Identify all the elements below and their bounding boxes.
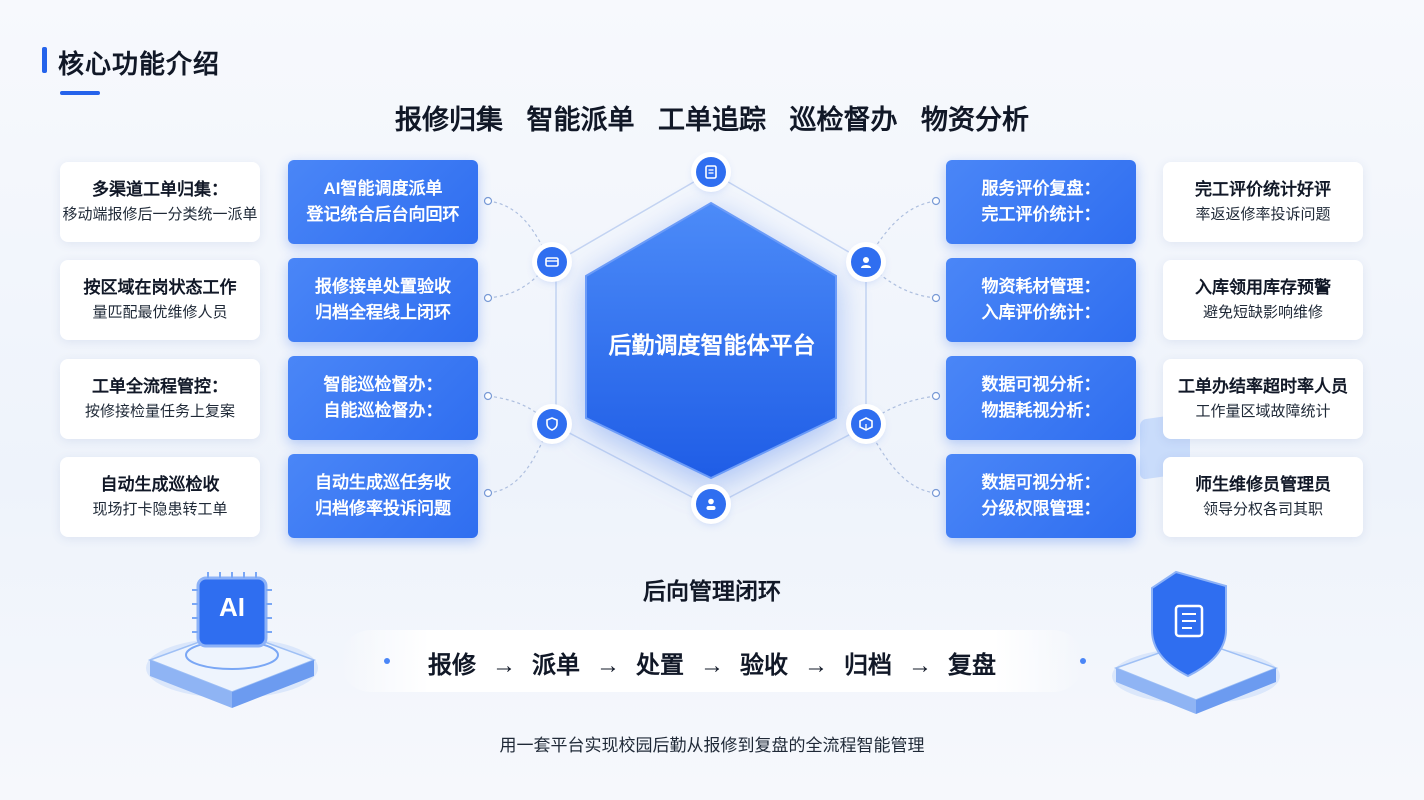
right-feature-card: 入库领用库存预警 避免短缺影响维修 xyxy=(1163,260,1363,340)
flow-bar xyxy=(340,630,1084,692)
flow-end-dot xyxy=(1080,658,1086,664)
card-text: 率返返修率投诉问题 xyxy=(1195,206,1331,223)
card-icon xyxy=(537,247,567,277)
flow-arrow: → xyxy=(908,652,932,679)
card-title: 自动生成巡任务收 xyxy=(315,473,451,492)
card-text: 自能巡检督办： xyxy=(323,401,443,420)
card-text: 完工评价统计： xyxy=(981,205,1101,224)
flow-start-dot xyxy=(384,658,390,664)
flow-step: 验收 xyxy=(740,652,788,679)
card-title: 数据可视分析： xyxy=(981,375,1101,394)
right-feature-card: 完工评价统计好评 率返返修率投诉问题 xyxy=(1163,162,1363,242)
right-feature-card: 工单办结率超时率人员 工作量区域故障统计 xyxy=(1163,359,1363,439)
flow-step: 复盘 xyxy=(948,652,996,679)
user-icon xyxy=(851,247,881,277)
card-title: 报修接单处置验收 xyxy=(315,277,451,296)
keyword-row: 报修归集 智能派单 工单追踪 巡检督办 物资分析 xyxy=(0,98,1424,137)
flow-arrow: → xyxy=(804,652,828,679)
card-text: 工作量区域故障统计 xyxy=(1195,403,1331,420)
card-text: 登记统合后台向回环 xyxy=(306,205,460,224)
keyword-item: 巡检督办 xyxy=(789,105,898,135)
center-hexagon xyxy=(585,201,837,480)
shield-illustration xyxy=(1112,413,1280,714)
flow-step: 派单 xyxy=(532,652,580,679)
connector-endpoints xyxy=(483,196,941,498)
card-title: 完工评价统计好评 xyxy=(1195,180,1331,199)
document-icon xyxy=(696,157,726,187)
card-title: 智能巡检督办： xyxy=(323,375,443,394)
ai-chip-illustration xyxy=(146,572,318,708)
right-blue-card: 服务评价复盘： 完工评价统计： xyxy=(946,160,1136,244)
person-icon xyxy=(696,489,726,519)
left-feature-card: 工单全流程管控： 按修接检量任务上复案 xyxy=(60,359,260,439)
card-title: 按区域在岗状态工作 xyxy=(83,278,237,297)
keyword-item: 报修归集 xyxy=(394,105,503,135)
left-connectors xyxy=(487,200,551,494)
card-text: 按修接检量任务上复案 xyxy=(84,403,235,420)
right-blue-card: 数据可视分析： 物据耗视分析： xyxy=(946,356,1136,440)
flow-step: 处置 xyxy=(636,652,684,679)
card-title: 数据可视分析： xyxy=(981,473,1101,492)
card-title: 自动生成巡检收 xyxy=(100,475,220,494)
left-blue-card: 报修接单处置验收 归档全程线上闭环 xyxy=(288,258,478,342)
card-text: 现场打卡隐患转工单 xyxy=(92,501,228,518)
left-feature-card: 多渠道工单归集： 移动端报修后一分类统一派单 xyxy=(60,162,260,242)
loop-title: 后向管理闭环 xyxy=(643,578,781,604)
right-blue-card: 物资耗材管理： 入库评价统计： xyxy=(946,258,1136,342)
box-icon xyxy=(851,409,881,439)
card-text: 归档修率投诉问题 xyxy=(315,499,451,518)
left-feature-card: 自动生成巡检收 现场打卡隐患转工单 xyxy=(60,457,260,537)
page-title: 核心功能介绍 xyxy=(58,49,221,79)
title-underline xyxy=(60,91,100,95)
flow-arrow: → xyxy=(492,652,516,679)
right-feature-card: 师生维修员管理员 领导分权各司其职 xyxy=(1163,457,1363,537)
title-accent-bar xyxy=(42,47,47,73)
card-text: 归档全程线上闭环 xyxy=(315,303,451,322)
card-text: 领导分权各司其职 xyxy=(1202,501,1323,518)
card-text: 分级权限管理： xyxy=(981,499,1101,518)
left-feature-card: 按区域在岗状态工作 量匹配最优维修人员 xyxy=(60,260,260,340)
flow-arrow: → xyxy=(700,652,724,679)
card-title: 入库领用库存预警 xyxy=(1195,278,1331,297)
card-text: 移动端报修后一分类统一派单 xyxy=(62,206,258,223)
card-title: 工单办结率超时率人员 xyxy=(1178,377,1348,396)
flow-step: 报修 xyxy=(428,652,476,679)
right-connectors xyxy=(865,200,937,494)
card-title: 师生维修员管理员 xyxy=(1195,475,1331,494)
left-blue-card: 自动生成巡任务收 归档修率投诉问题 xyxy=(288,454,478,538)
card-title: 多渠道工单归集： xyxy=(92,180,228,199)
keyword-item: 智能派单 xyxy=(526,105,635,135)
center-platform-label: 后勤调度智能体平台 xyxy=(608,332,816,358)
card-text: 量匹配最优维修人员 xyxy=(92,304,228,321)
left-blue-card: AI智能调度派单 登记统合后台向回环 xyxy=(288,160,478,244)
shield-icon xyxy=(537,409,567,439)
card-title: 服务评价复盘： xyxy=(981,179,1101,198)
keyword-item: 工单追踪 xyxy=(658,105,766,135)
card-title: 工单全流程管控： xyxy=(92,377,228,396)
card-title: AI智能调度派单 xyxy=(323,179,443,198)
footer-caption: 用一套平台实现校园后勤从报修到复盘的全流程智能管理 xyxy=(499,736,925,755)
ai-chip-label: AI xyxy=(219,592,245,622)
card-title: 物资耗材管理： xyxy=(981,277,1101,296)
left-blue-card: 智能巡检督办： 自能巡检督办： xyxy=(288,356,478,440)
card-text: 避免短缺影响维修 xyxy=(1202,304,1323,321)
flow-steps: 报修 → 派单 → 处置 → 验收 → 归档 → 复盘 xyxy=(340,645,1084,680)
flow-step: 归档 xyxy=(844,652,892,679)
keyword-item: 物资分析 xyxy=(921,105,1030,135)
right-blue-card: 数据可视分析： 分级权限管理： xyxy=(946,454,1136,538)
flow-arrow: → xyxy=(596,652,620,679)
card-text: 物据耗视分析： xyxy=(981,401,1101,420)
card-text: 入库评价统计： xyxy=(981,303,1101,322)
